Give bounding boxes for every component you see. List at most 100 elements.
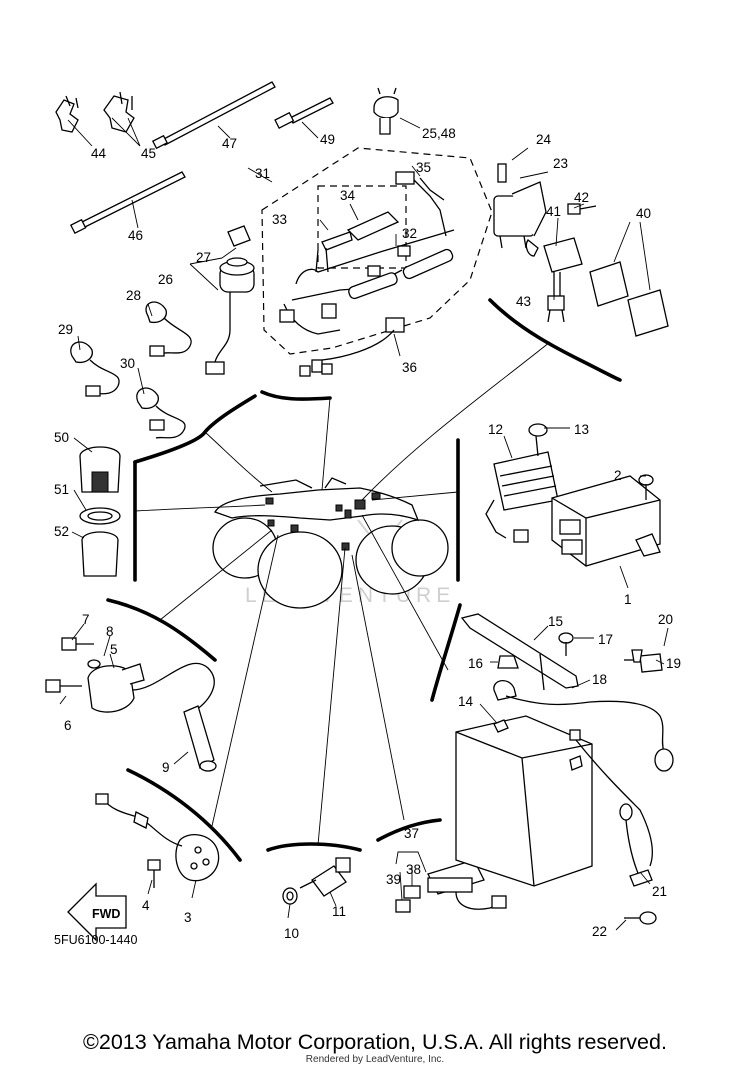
callout-11: 11 <box>332 904 346 919</box>
wire-harness-group-31 <box>261 147 493 377</box>
callout-4: 4 <box>142 898 150 913</box>
callout-9: 9 <box>162 760 170 775</box>
part-connector-29 <box>70 341 120 397</box>
part-bolt-42 <box>567 203 597 215</box>
part-rectifier-regulator-12 <box>485 451 559 543</box>
callout-5: 5 <box>110 642 118 657</box>
fwd-label: FWD <box>92 907 120 921</box>
part-fuse-block-41 <box>525 237 583 323</box>
rendered-by-notice: Rendered by LeadVenture, Inc. <box>305 1054 445 1065</box>
part-bolt-13 <box>528 423 548 457</box>
part-connector-30 <box>136 387 186 439</box>
callout-31: 31 <box>255 166 270 181</box>
callout-16: 16 <box>468 656 483 671</box>
callout-44: 44 <box>91 146 107 161</box>
callout-34: 34 <box>340 188 356 203</box>
part-cable-18 <box>493 680 674 772</box>
callout-22: 22 <box>592 924 607 939</box>
callout-40: 40 <box>636 206 651 221</box>
callout-12: 12 <box>488 422 503 437</box>
callout-52: 52 <box>54 524 69 539</box>
part-damper-16 <box>497 655 519 669</box>
callout-23: 23 <box>553 156 568 171</box>
part-cable-tie-46 <box>69 171 186 235</box>
part-connector-38 <box>403 885 421 899</box>
part-switch-11 <box>299 857 351 897</box>
callout-42: 42 <box>574 190 589 205</box>
callout-49: 49 <box>320 132 335 147</box>
callout-35: 35 <box>416 160 431 175</box>
part-clamp-45 <box>103 91 135 133</box>
callout-50: 50 <box>54 430 69 445</box>
callout-20: 20 <box>658 612 673 627</box>
part-bolt-2 <box>638 474 654 500</box>
callout-10: 10 <box>284 926 299 941</box>
callout-1: 1 <box>624 592 632 607</box>
callout-43: 43 <box>516 294 531 309</box>
callout-39: 39 <box>386 872 401 887</box>
part-bolt-22 <box>624 911 657 925</box>
callout-leaders <box>59 117 669 931</box>
part-bolt-4 <box>147 859 161 888</box>
callout-37: 37 <box>404 826 419 841</box>
atv-body <box>212 477 449 609</box>
part-cap-52 <box>81 531 119 577</box>
part-gasket-10 <box>282 887 298 905</box>
callout-28: 28 <box>126 288 141 303</box>
fwd-arrow: FWD <box>67 882 127 942</box>
part-cable-21 <box>569 729 654 887</box>
callout-6: 6 <box>64 718 72 733</box>
part-battery-bracket-15 <box>460 613 579 691</box>
callout-21: 21 <box>652 884 667 899</box>
part-bolt-6 <box>45 679 82 693</box>
part-starter-relay-23 <box>493 163 547 249</box>
callout-32: 32 <box>402 226 417 241</box>
callout-14: 14 <box>458 694 474 709</box>
callout-30: 30 <box>120 356 135 371</box>
callout-25-48: 25,48 <box>422 126 456 141</box>
callout-3: 3 <box>184 910 192 925</box>
callout-17: 17 <box>598 632 613 647</box>
part-washer-8 <box>87 659 101 669</box>
part-bolt-7 <box>61 637 94 651</box>
part-ignition-coil-5 <box>87 662 217 772</box>
callout-29: 29 <box>58 322 73 337</box>
part-connector-39 <box>395 899 411 913</box>
part-relays-40 <box>589 261 669 337</box>
part-holder-25-48 <box>373 87 399 135</box>
part-socket-50 <box>79 446 121 493</box>
part-cdi-unit-1 <box>551 475 661 567</box>
callout-45: 45 <box>141 146 156 161</box>
callout-13: 13 <box>574 422 589 437</box>
part-cable-tie-47 <box>151 81 276 150</box>
part-bolt-20 <box>631 649 643 663</box>
callout-33: 33 <box>272 212 287 227</box>
callout-2: 2 <box>614 468 622 483</box>
part-relay-unit-37 <box>427 859 507 910</box>
callout-27: 27 <box>196 250 211 265</box>
callout-7: 7 <box>82 612 90 627</box>
group-leader-lines <box>106 298 622 862</box>
callout-41: 41 <box>546 204 561 219</box>
callout-38: 38 <box>406 862 421 877</box>
callout-26: 26 <box>158 272 173 287</box>
callout-8: 8 <box>106 624 114 639</box>
copyright-notice: ©2013 Yamaha Motor Corporation, U.S.A. A… <box>83 1030 667 1054</box>
diagram-code: 5FU6100-1440 <box>54 933 137 947</box>
part-connector-28 <box>145 301 192 357</box>
callout-24: 24 <box>536 132 552 147</box>
callout-46: 46 <box>128 228 143 243</box>
callout-36: 36 <box>402 360 417 375</box>
part-sensor-3 <box>95 793 220 882</box>
callout-18: 18 <box>592 672 607 687</box>
part-battery-14 <box>455 715 593 887</box>
part-bolt-17 <box>558 632 574 656</box>
callout-15: 15 <box>548 614 563 629</box>
part-main-switch-26-27 <box>205 225 255 375</box>
callout-47: 47 <box>222 136 237 151</box>
callout-numbers: 44 45 47 49 25,48 46 24 23 31 35 34 33 3… <box>54 126 681 941</box>
part-clip-19 <box>624 653 663 673</box>
callout-19: 19 <box>666 656 681 671</box>
